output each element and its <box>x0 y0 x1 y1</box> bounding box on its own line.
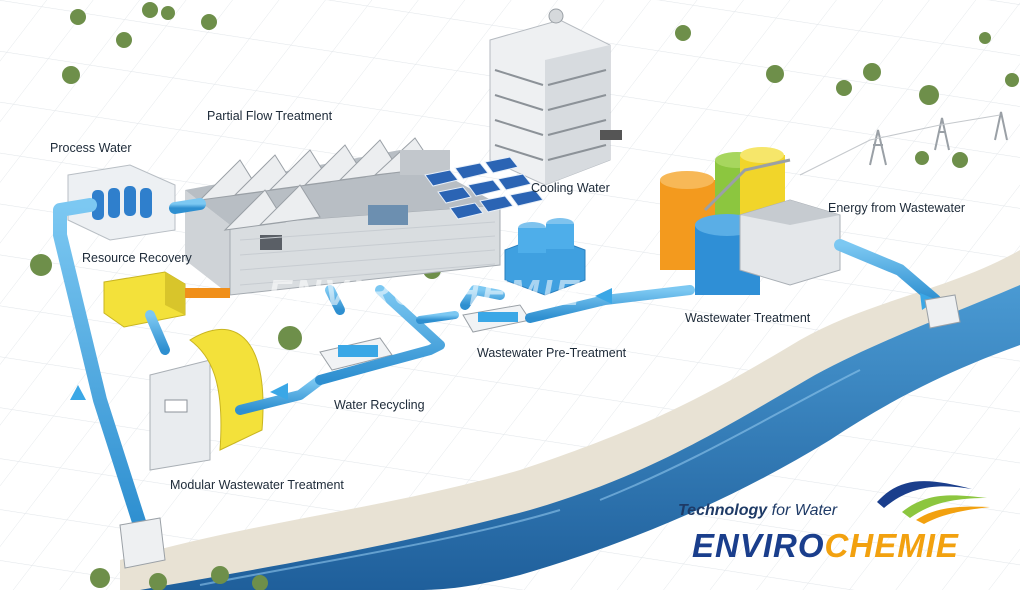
label-cooling-water: Cooling Water <box>531 181 610 195</box>
label-process-water: Process Water <box>50 141 132 155</box>
resource-recovery-unit <box>103 271 230 328</box>
envirochemie-logo-icon <box>877 481 990 524</box>
office-building <box>489 8 622 186</box>
label-partial-flow-treatment: Partial Flow Treatment <box>207 109 333 123</box>
river <box>140 285 1020 590</box>
riverbank <box>120 250 1020 590</box>
brand-name: ENVIROCHEMIE <box>692 527 959 565</box>
tagline-technology: Technology <box>678 502 768 519</box>
trees <box>30 2 1019 590</box>
watermark-text: ENVIROCHEMIE <box>268 272 583 313</box>
main-factory-hall <box>185 137 501 296</box>
river-intakes <box>119 294 961 569</box>
label-modular-wastewater-treatment: Modular Wastewater Treatment <box>170 478 344 492</box>
cooling-towers <box>504 218 586 296</box>
brand-tagline: Technology for Water <box>678 502 837 520</box>
label-resource-recovery: Resource Recovery <box>82 251 192 265</box>
solar-panels <box>424 156 544 220</box>
recycling-skid <box>319 337 393 371</box>
pipe-network <box>53 198 941 532</box>
label-energy-from-wastewater: Energy from Wastewater <box>828 201 966 215</box>
modular-treatment-unit <box>149 328 264 471</box>
brand-name-enviro: ENVIRO <box>692 527 825 564</box>
biogas-tanks <box>660 147 791 295</box>
label-wastewater-pre-treatment: Wastewater Pre-Treatment <box>477 346 627 360</box>
process-water-unit <box>67 164 176 241</box>
energy-building <box>739 199 841 286</box>
tagline-for-water: for Water <box>767 502 838 519</box>
label-water-recycling: Water Recycling <box>334 398 425 412</box>
power-pylons <box>799 111 1008 176</box>
brand-name-chemie: CHEMIE <box>824 527 959 564</box>
label-wastewater-treatment: Wastewater Treatment <box>685 311 811 325</box>
